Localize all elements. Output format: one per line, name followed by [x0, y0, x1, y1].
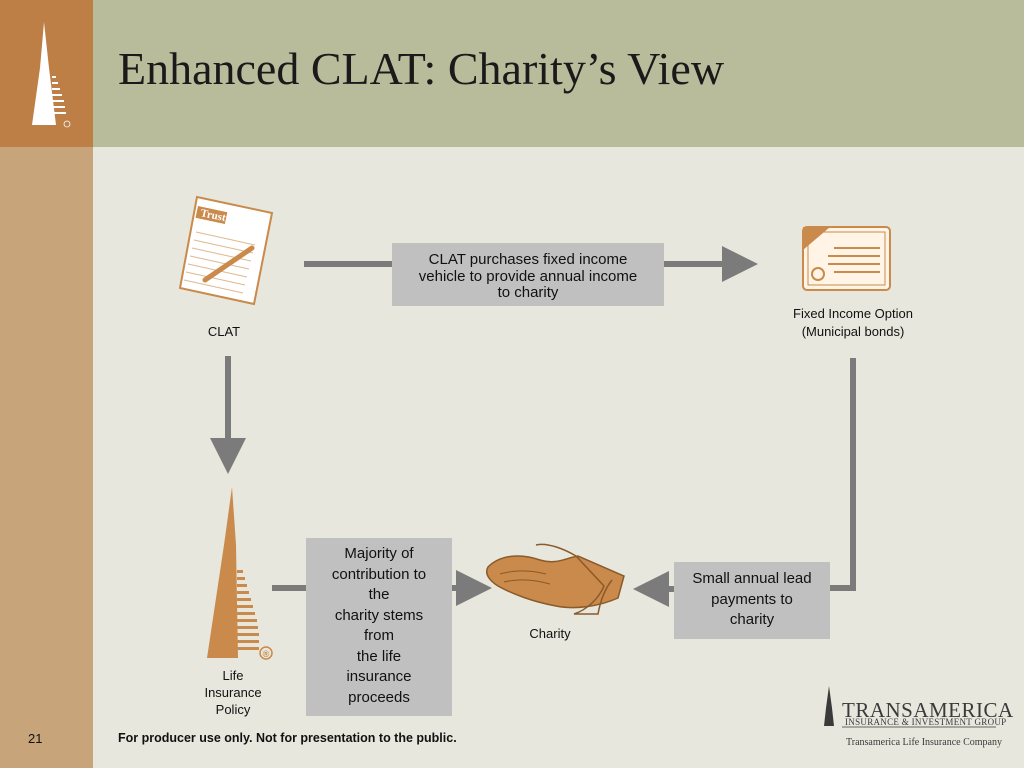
title-band — [93, 0, 1024, 147]
majority-line-2: contribution to — [331, 565, 427, 583]
brand-company: Transamerica Life Insurance Company — [846, 737, 1002, 748]
small-line-2: payments to — [711, 590, 793, 608]
policy-registered-mark: ® — [263, 649, 270, 659]
page-number: 21 — [28, 731, 43, 746]
small-payments-box: Small annual lead payments to charity — [674, 562, 830, 639]
purchase-line-3: to charity — [497, 284, 559, 301]
policy-label-1: Life — [223, 668, 244, 683]
clat-label: CLAT — [208, 324, 240, 339]
arrow-fixed-income-down — [830, 358, 856, 591]
policy-label-3: Policy — [216, 702, 251, 717]
purchase-line-2: vehicle to provide annual income — [418, 267, 638, 285]
majority-box: Majority of contribution to the charity … — [306, 538, 452, 716]
transamerica-brand-icon — [824, 686, 834, 726]
fixed-income-label-2: (Municipal bonds) — [802, 324, 905, 339]
purchase-line-1: CLAT purchases fixed income — [428, 251, 628, 268]
pyramid-building-icon: ® — [207, 487, 273, 660]
charity-label: Charity — [529, 626, 571, 641]
disclaimer: For producer use only. Not for presentat… — [118, 731, 457, 745]
brand-sub: INSURANCE & INVESTMENT GROUP — [845, 717, 1007, 727]
majority-line-6: the life — [356, 647, 402, 665]
brand-name: TRANSAMERICA — [842, 698, 1014, 722]
fixed-income-label-1: Fixed Income Option — [793, 306, 913, 321]
majority-line-4: charity stems — [334, 606, 424, 624]
small-line-1: Small annual lead — [692, 570, 812, 587]
majority-line-1: Majority of — [344, 545, 414, 562]
majority-line-7: insurance — [346, 668, 412, 685]
bond-certificate-icon — [802, 226, 891, 291]
trust-doc-text: Trust — [199, 207, 227, 224]
hands-icon — [486, 543, 625, 615]
majority-line-3: the — [368, 586, 390, 603]
logo-box — [0, 0, 93, 147]
majority-line-5: from — [364, 627, 394, 644]
transamerica-pyramid-logo — [32, 22, 71, 128]
small-line-3: charity — [729, 611, 775, 628]
policy-label-2: Insurance — [204, 685, 261, 700]
majority-line-8: proceeds — [348, 688, 410, 706]
purchase-box: CLAT purchases fixed income vehicle to p… — [392, 243, 664, 306]
slide-title: Enhanced CLAT: Charity’s View — [118, 43, 725, 94]
trust-document-icon: Trust — [178, 195, 274, 306]
